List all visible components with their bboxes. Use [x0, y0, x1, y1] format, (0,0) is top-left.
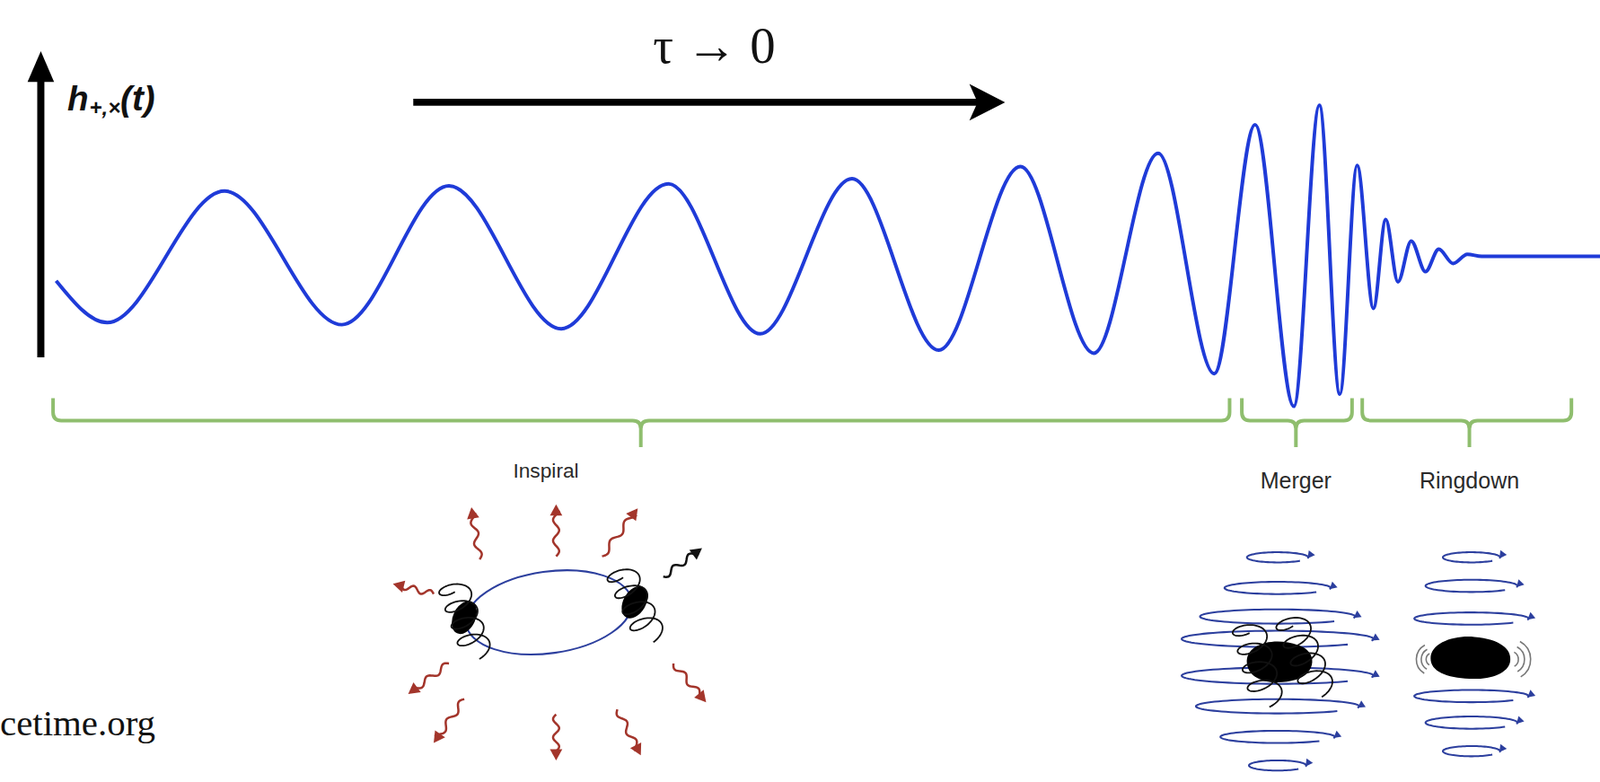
loop-arrowhead	[1333, 730, 1342, 739]
loop-arrowhead	[1499, 744, 1507, 753]
phase-bracket	[1362, 397, 1572, 448]
loop-arrowhead	[1329, 581, 1338, 590]
loop-arrowhead	[1357, 700, 1366, 708]
radiation-arrow	[673, 663, 701, 700]
radiation-arrowhead	[550, 504, 563, 517]
radiation-arrow	[399, 582, 434, 594]
radiation-arrow	[602, 515, 637, 557]
loop-arrowhead	[1353, 610, 1363, 618]
radiation-arrowhead	[408, 682, 422, 695]
frame-drag-loop	[1200, 609, 1356, 625]
frame-drag-loop	[1425, 716, 1518, 730]
frame-drag-loop	[1224, 581, 1331, 595]
ringdown-ripple	[1421, 649, 1428, 669]
radiation-arrowhead	[625, 508, 638, 521]
waveform	[56, 105, 1600, 406]
ringdown-ripple	[1513, 651, 1519, 667]
radiation-arrow	[470, 512, 482, 560]
ringdown-ripple	[1415, 644, 1425, 674]
frame-drag-loop	[1414, 689, 1529, 703]
axis-label: h	[67, 79, 89, 119]
radiation-arrow	[434, 699, 465, 737]
frame-drag-loop	[1425, 580, 1518, 593]
radiation-arrow	[616, 709, 638, 752]
frame-drag-loop	[1248, 760, 1307, 771]
spin-coil	[1232, 624, 1283, 707]
spin-coil	[607, 569, 663, 642]
phase-bracket	[1241, 397, 1353, 448]
time-arrow	[413, 98, 980, 106]
time-arrowhead	[969, 83, 1006, 121]
loop-arrowhead	[1527, 689, 1536, 697]
radiation-arrow	[553, 714, 560, 755]
frame-drag-loop	[1442, 746, 1501, 757]
loop-arrowhead	[1527, 612, 1536, 620]
axis-line	[36, 73, 44, 358]
spin-coil	[439, 584, 491, 660]
radiation-arrowhead	[694, 689, 706, 703]
math-label: τ → 0	[652, 17, 775, 75]
merger-illustration	[1181, 550, 1381, 771]
loop-arrowhead	[1307, 550, 1315, 559]
phase-label: Inspiral	[512, 458, 579, 482]
loop-arrowhead	[1516, 715, 1525, 724]
loop-arrowhead	[1371, 669, 1381, 677]
ringdown-ripple	[1520, 641, 1531, 677]
radiation-arrow	[553, 509, 560, 556]
radiation-arrowhead	[433, 729, 446, 743]
ringdown-ripple	[1517, 646, 1525, 672]
radiation-arrowhead	[689, 548, 703, 561]
ringdown-ripple	[1425, 653, 1430, 666]
loop-arrowhead	[1516, 579, 1525, 588]
radiation-arrowhead	[466, 507, 480, 519]
axis-label: (t)	[120, 79, 156, 119]
spin-coil	[1275, 617, 1333, 697]
radiation-arrowhead	[630, 742, 642, 756]
frame-drag-loop	[1247, 552, 1309, 563]
frame-drag-loop	[1414, 612, 1529, 625]
radiation-arrowhead	[550, 748, 563, 761]
watermark: cetime.org	[0, 702, 156, 743]
phase-label: Merger	[1260, 469, 1332, 495]
loop-arrowhead	[1371, 632, 1381, 641]
radiation-arrow	[663, 553, 700, 578]
loop-arrowhead	[1499, 550, 1507, 559]
waveform-curve	[56, 105, 1600, 406]
phase-label: Ringdown	[1419, 469, 1520, 495]
radiation-arrow	[411, 663, 449, 689]
ringdown-illustration	[1414, 550, 1536, 757]
loop-arrowhead	[1305, 758, 1313, 767]
phase-bracket	[52, 397, 1230, 448]
inspiral-illustration	[393, 504, 707, 761]
remnant-black-hole	[1430, 636, 1511, 679]
axis-label-group: h+,×(t)	[67, 80, 156, 120]
frame-drag-loop	[1442, 552, 1501, 563]
axis-arrowhead	[27, 51, 55, 82]
axis-subscript: +,×	[89, 95, 122, 120]
radiation-arrowhead	[393, 580, 406, 593]
orbit	[460, 560, 638, 665]
frame-drag-loop	[1220, 730, 1335, 744]
